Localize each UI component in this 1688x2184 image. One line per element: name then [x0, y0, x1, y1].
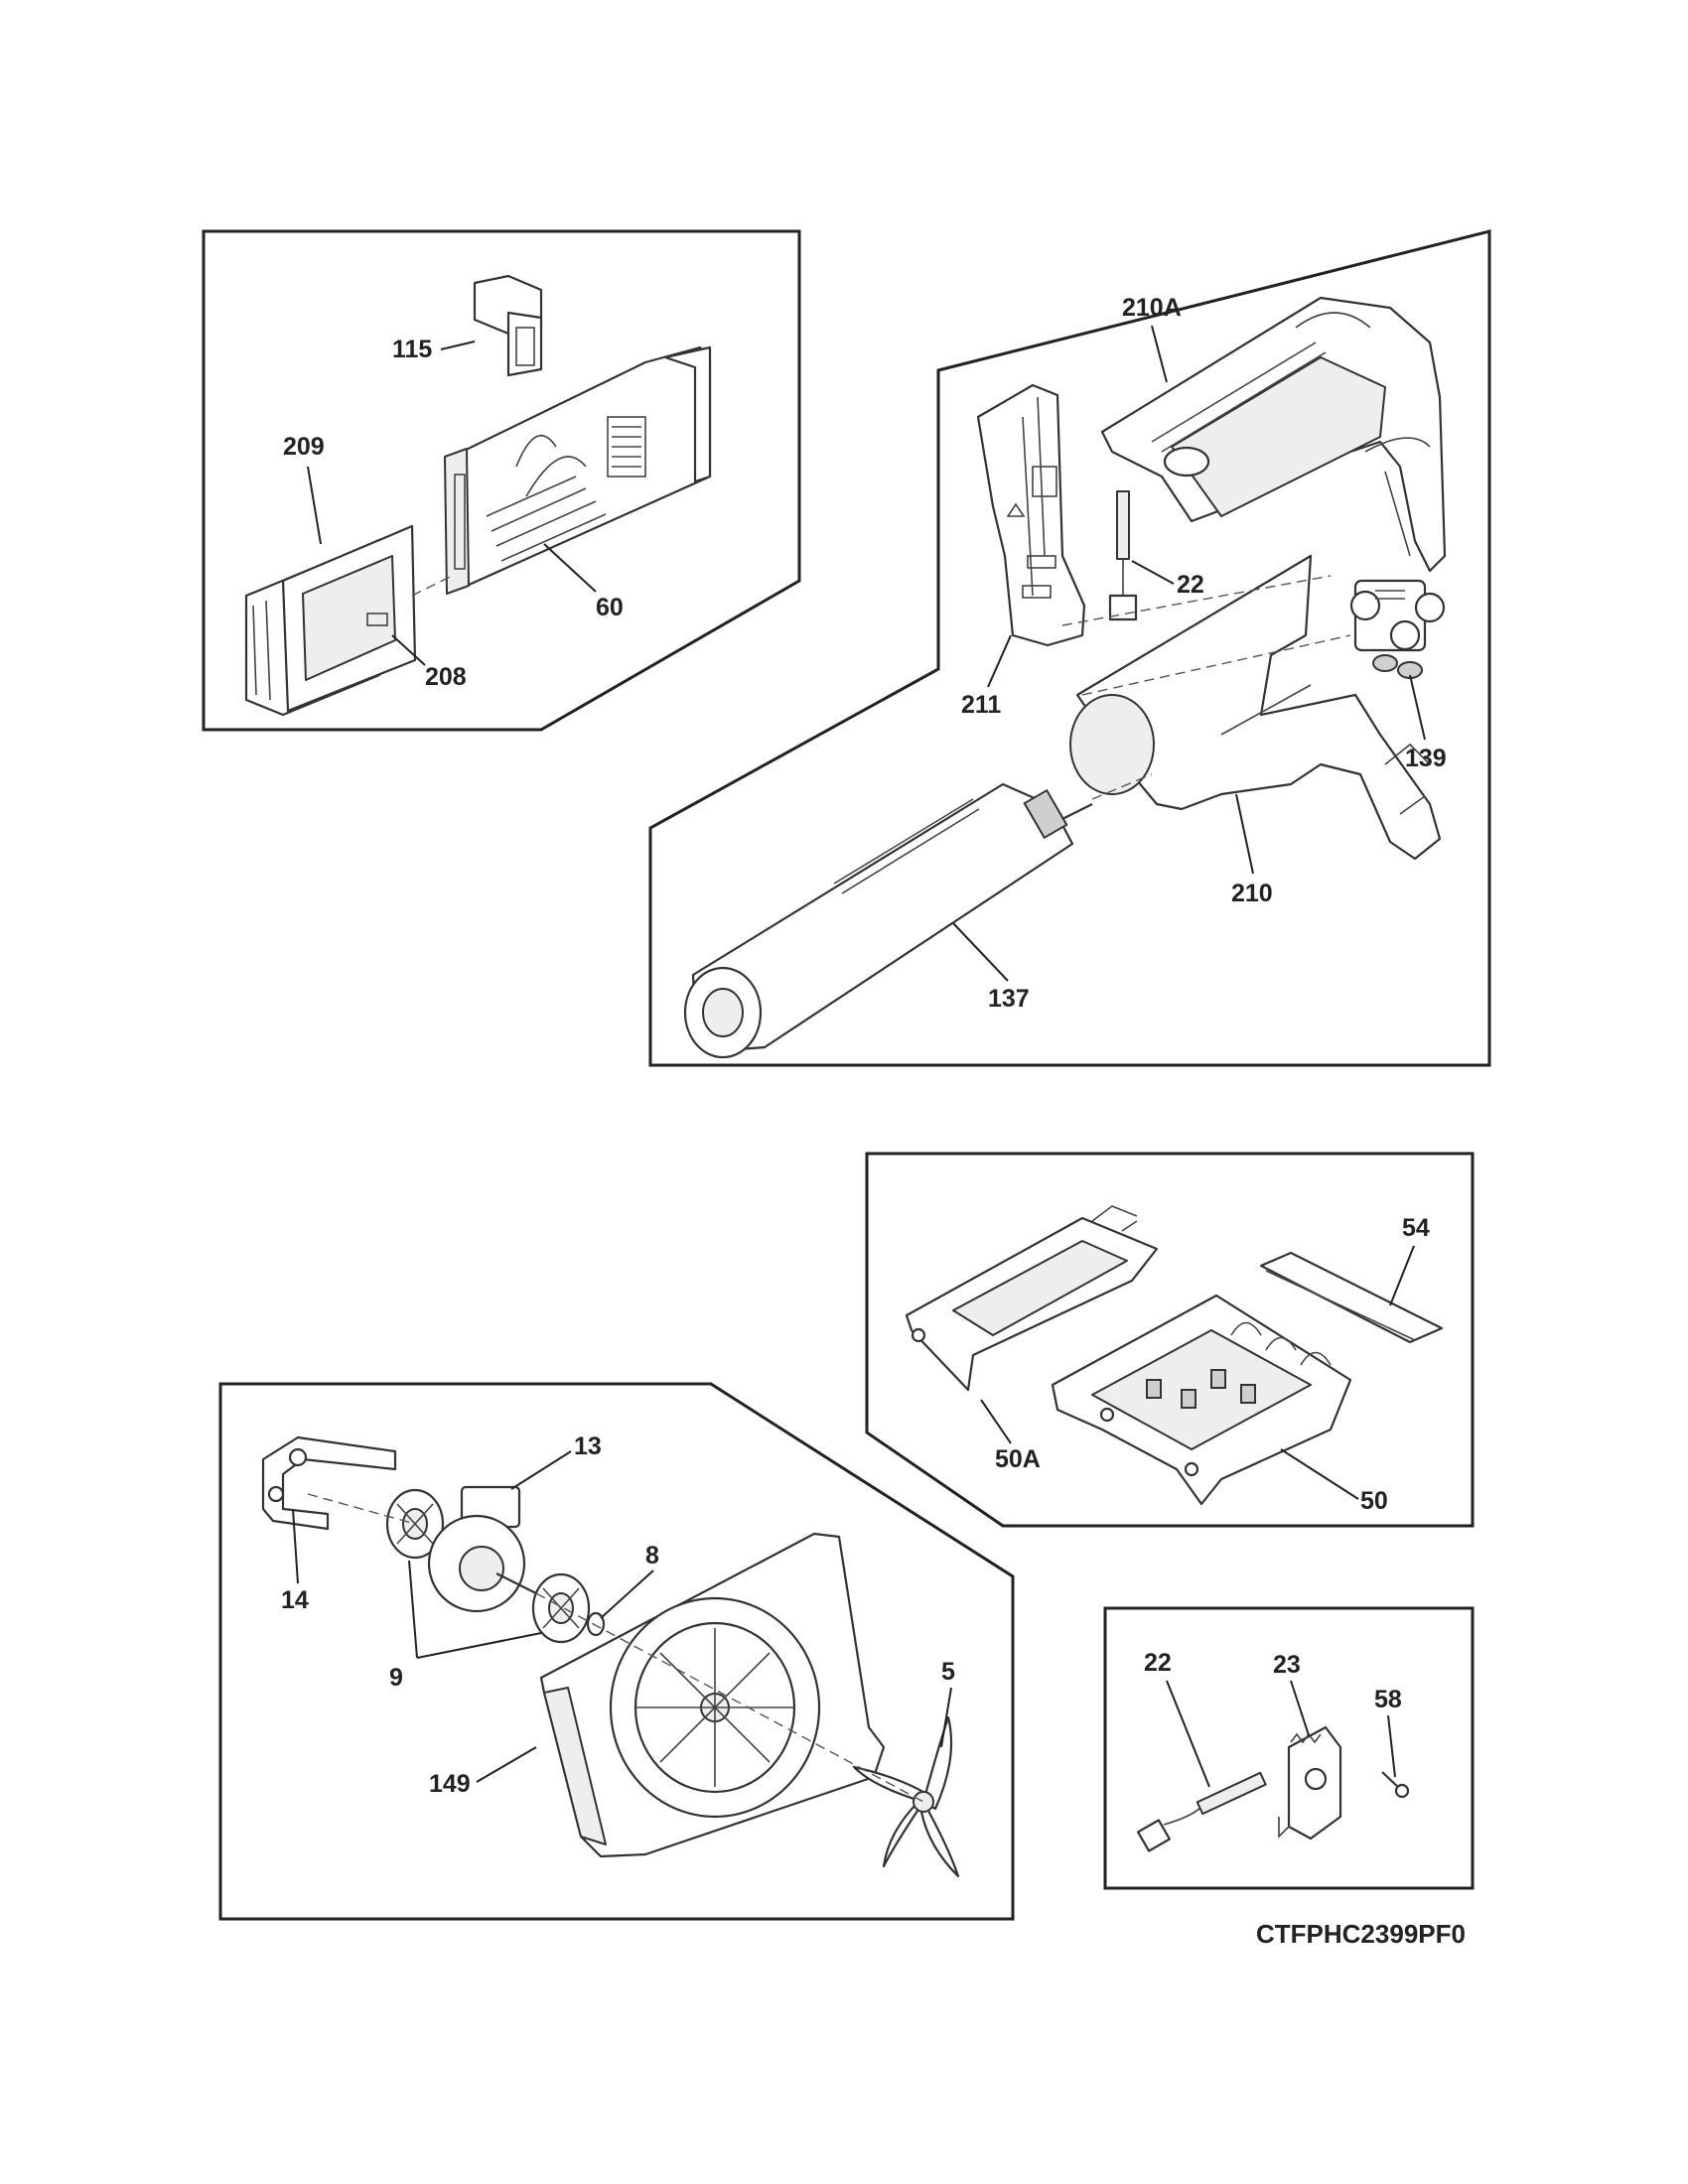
callout-50: 50 [1360, 1487, 1388, 1515]
part-208-209-front-panel [244, 524, 417, 717]
callout-149: 149 [429, 1770, 471, 1798]
part-60-control-housing [444, 345, 712, 595]
part-149-fan-shroud [539, 1532, 886, 1858]
part-14-motor-bracket [261, 1435, 397, 1531]
callout-209: 209 [283, 433, 325, 461]
panel-fan-assembly: 13 14 8 9 5 149 [218, 1382, 1015, 1921]
callout-23: 23 [1273, 1651, 1301, 1679]
panel-control-box: 54 50A 50 [865, 1152, 1475, 1528]
callout-22-bottom: 22 [1144, 1649, 1172, 1677]
part-54-strip [1259, 1251, 1444, 1344]
panel-dispenser-control: 115 209 60 208 [202, 229, 801, 732]
part-210A-upper-housing [1100, 296, 1447, 573]
callout-211: 211 [961, 691, 1001, 719]
callout-210: 210 [1231, 880, 1273, 907]
panel-water-filter: 210A 22 211 139 210 137 [648, 229, 1491, 1067]
callout-13: 13 [574, 1433, 602, 1460]
callout-60: 60 [596, 594, 624, 621]
callout-14: 14 [281, 1586, 309, 1614]
part-23-clip-cover [1278, 1725, 1342, 1841]
part-210-filter-head [1069, 554, 1442, 861]
part-22-sensor-bottom [1137, 1771, 1267, 1852]
part-5-fan-blade [852, 1715, 960, 1878]
callout-9: 9 [389, 1664, 403, 1692]
part-115-actuator [473, 274, 543, 377]
callout-5: 5 [941, 1658, 955, 1686]
part-13-fan-motor [427, 1485, 537, 1613]
callout-58: 58 [1374, 1686, 1402, 1713]
panel-frame-3 [865, 1152, 1475, 1528]
part-58-screw [1381, 1771, 1410, 1799]
callout-139: 139 [1405, 745, 1447, 772]
callout-8: 8 [645, 1542, 659, 1570]
callout-115: 115 [392, 336, 432, 363]
panel-sensor-cover: 22 23 58 [1103, 1606, 1475, 1890]
part-9-grommet-right [531, 1572, 591, 1644]
panel-frame-1 [202, 229, 801, 732]
panel-frame-5 [1103, 1606, 1475, 1890]
part-137-filter-cartridge [683, 782, 1093, 1059]
callout-50A: 50A [995, 1445, 1041, 1473]
callout-22-top: 22 [1177, 571, 1204, 599]
panel-frame-2 [648, 229, 1491, 1067]
drawing-code: CTFPHC2399PF0 [1256, 1919, 1466, 1949]
callout-210A: 210A [1122, 294, 1182, 322]
part-8-washer [586, 1611, 606, 1637]
part-211-bracket [976, 383, 1086, 647]
callout-54: 54 [1402, 1214, 1430, 1242]
callout-137: 137 [988, 985, 1030, 1013]
part-22-sensor-top [1108, 490, 1138, 621]
panel-frame-4 [218, 1382, 1015, 1921]
callout-208: 208 [425, 663, 467, 691]
part-50-control-box [1051, 1294, 1352, 1506]
part-50A-cover [905, 1205, 1159, 1392]
part-139-water-valve [1349, 579, 1446, 679]
